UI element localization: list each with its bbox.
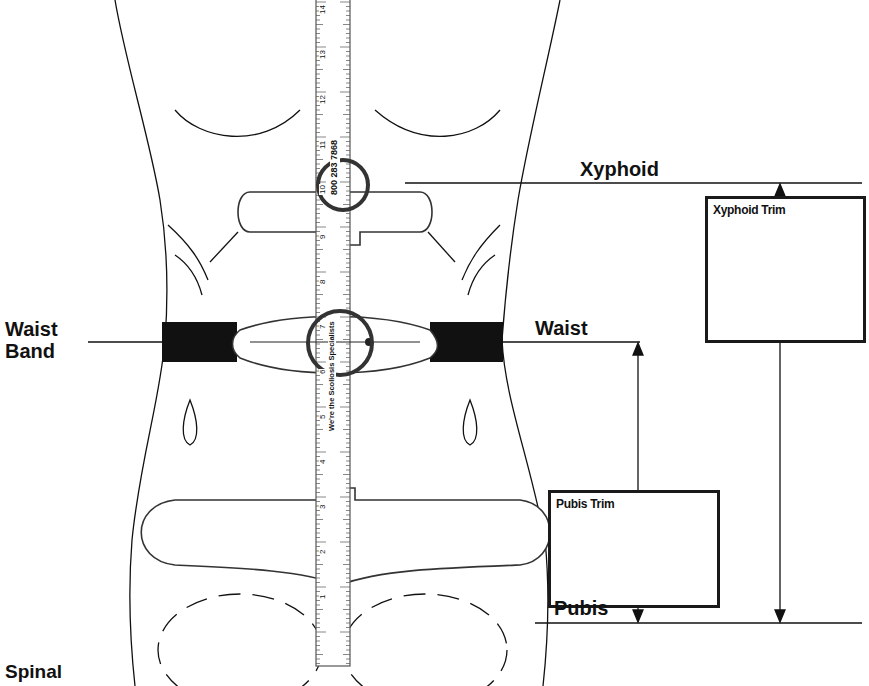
ruler-number: 12 — [319, 94, 328, 105]
section-label: Spinal — [5, 662, 62, 683]
ruler-number: 4 — [319, 459, 328, 465]
ruler-number: 5 — [319, 414, 328, 420]
ruler-number: 6 — [319, 369, 328, 375]
landmark-label: Xyphoid — [580, 158, 659, 180]
ruler-phone: 800 283 7868 — [330, 139, 340, 196]
ruler-slogan: We're the Scoliosis Specialists — [328, 320, 336, 432]
landmark-label: Waist Band — [5, 318, 85, 362]
ruler-number: 10 — [319, 184, 328, 195]
box-title: Pubis Trim — [551, 493, 717, 515]
trim-box: Xyphoid Trim — [705, 196, 866, 343]
ruler-number: 3 — [319, 504, 328, 510]
ruler-number: 7 — [319, 324, 328, 330]
landmark-label: Waist — [535, 317, 588, 339]
landmark-label: Pubis — [554, 597, 608, 619]
ruler-number: 1 — [319, 594, 328, 600]
box-title: Xyphoid Trim — [708, 199, 863, 221]
ruler-number: 8 — [319, 279, 328, 285]
ruler-number: 11 — [319, 140, 328, 150]
ruler-number: 9 — [319, 234, 328, 240]
ruler-number: 14 — [319, 4, 328, 15]
ruler-number: 13 — [319, 49, 328, 60]
trim-box: Pubis Trim — [548, 490, 720, 608]
ruler-number: 2 — [319, 549, 328, 555]
